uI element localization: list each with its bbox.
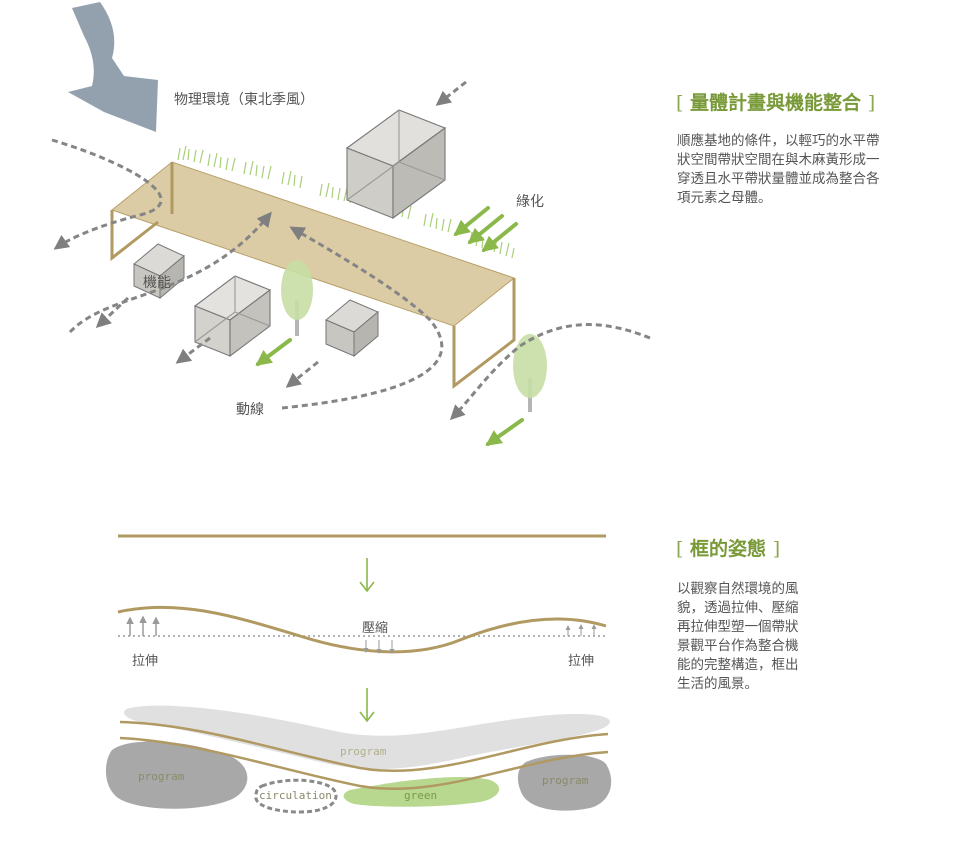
tree-center (281, 260, 313, 336)
bracket-close: ] (772, 538, 781, 560)
body-line: 再拉伸型塑一個帶狀 (677, 619, 799, 635)
label-stretch-right: 拉伸 (568, 654, 594, 669)
tan-line-lower (119, 736, 609, 791)
section-title-text: 量體計畫與機能整合 (690, 92, 862, 114)
bracket-close: ] (867, 92, 876, 114)
body-line: 穿透且水平帶狀量體並成為整合各 (677, 171, 880, 187)
section-body-massing: 順應基地的條件，以輕巧的水平帶 狀空間帶狀空間在與木麻黃形成一 穿透且水平帶狀量… (677, 132, 932, 208)
wind-arrow (68, 2, 158, 132)
label-green: green (404, 789, 437, 802)
circulation-blob (254, 778, 338, 814)
label-compress: 壓縮 (362, 620, 388, 636)
body-line: 以觀察自然環境的風 (677, 581, 799, 597)
section-title-text: 框的姿態 (690, 538, 767, 560)
body-line: 順應基地的條件，以輕巧的水平帶 (677, 133, 880, 149)
program-blob-top (124, 705, 610, 770)
green-blob (343, 777, 500, 807)
body-line: 能的完整構造，框出 (677, 657, 799, 673)
horizontal-band (112, 162, 514, 326)
box-small-left (133, 243, 185, 300)
body-line: 項元素之母體。 (677, 190, 772, 206)
label-program-right: program (542, 774, 589, 787)
body-line: 生活的風景。 (677, 676, 758, 692)
label-circulation-zh: 動線 (236, 402, 264, 418)
box-large-back (345, 109, 447, 220)
down-arrow-1 (359, 558, 375, 593)
label-circulation: circulation (259, 789, 332, 802)
section-title-massing: [ 量體計畫與機能整合 ] (676, 88, 875, 115)
label-function: 機能 (143, 275, 171, 291)
bracket-open: [ (676, 538, 684, 560)
frame-legs (110, 162, 516, 390)
green-arrows (255, 206, 524, 446)
label-stretch-left: 拉伸 (132, 654, 158, 669)
tree-right (513, 334, 547, 412)
box-small-right (325, 299, 379, 358)
label-program-top: program (340, 745, 387, 758)
wave-line (117, 605, 607, 654)
section-title-frame: [ 框的姿態 ] (676, 534, 780, 561)
circulation-paths (51, 80, 651, 421)
label-greening: 綠化 (516, 194, 544, 210)
label-wind: 物理環境（東北季風） (174, 92, 314, 108)
stretch-arrows-right (565, 624, 597, 636)
compress-arrows (363, 640, 395, 654)
label-program-left: program (138, 770, 185, 783)
body-line: 貌，透過拉伸、壓縮 (677, 600, 799, 616)
stretch-arrows-left (126, 615, 160, 636)
box-medium (193, 275, 272, 358)
section-body-frame: 以觀察自然環境的風 貌，透過拉伸、壓縮 再拉伸型塑一個帶狀 景觀平台作為整合機 … (677, 580, 837, 694)
body-line: 景觀平台作為整合機 (677, 638, 799, 654)
bracket-open: [ (676, 92, 684, 114)
down-arrow-2 (359, 688, 375, 723)
program-blob-right (517, 754, 612, 811)
tan-line-upper (119, 720, 609, 773)
program-blob-left (105, 741, 248, 809)
body-line: 狀空間帶狀空間在與木麻黃形成一 (677, 152, 880, 168)
